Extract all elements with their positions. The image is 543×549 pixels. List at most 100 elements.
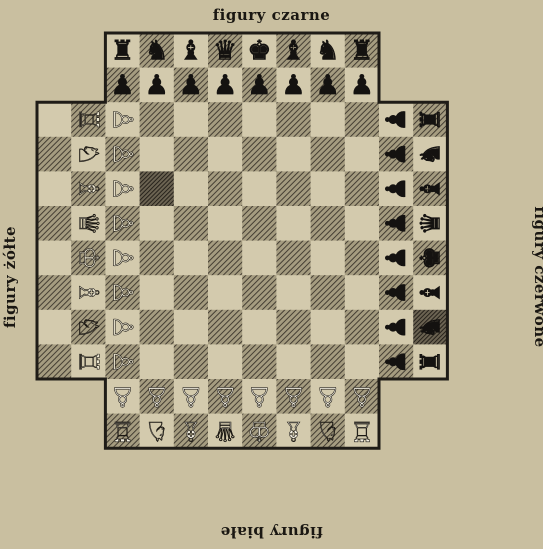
yellow-bishop: ♗ bbox=[72, 177, 103, 201]
red-pawn: ♟ bbox=[381, 211, 412, 235]
yellow-pawn: ♙ bbox=[107, 280, 138, 304]
square-r3-c4 bbox=[174, 137, 209, 172]
yellow-king: ♔ bbox=[72, 246, 103, 270]
black-bishop: ♝ bbox=[179, 35, 203, 66]
yellow-pawn: ♙ bbox=[107, 107, 138, 131]
red-bishop: ♝ bbox=[415, 280, 446, 304]
black-pawn: ♟ bbox=[316, 70, 340, 101]
square-r3-c9 bbox=[345, 137, 380, 172]
yellow-pawn: ♙ bbox=[107, 142, 138, 166]
square-r7-c6 bbox=[242, 275, 277, 310]
white-pawn: ♙ bbox=[179, 380, 203, 411]
red-pawn: ♟ bbox=[381, 246, 412, 270]
white-pawn: ♙ bbox=[110, 380, 134, 411]
black-queen: ♛ bbox=[213, 35, 237, 66]
square-r4-c6 bbox=[242, 171, 277, 206]
square-r6-c9 bbox=[345, 241, 380, 276]
white-pawn: ♙ bbox=[350, 380, 374, 411]
square-r5-c8 bbox=[311, 206, 346, 241]
square-r9-c8 bbox=[311, 344, 346, 379]
square-r8-c3 bbox=[140, 310, 175, 345]
white-bishop: ♗ bbox=[281, 415, 305, 446]
square-r7-c5 bbox=[208, 275, 243, 310]
yellow-rook: ♖ bbox=[72, 350, 103, 374]
yellow-knight: ♘ bbox=[72, 142, 103, 166]
square-r8-c5 bbox=[208, 310, 243, 345]
square-r4-c3 bbox=[140, 171, 175, 206]
square-r7-c7 bbox=[276, 275, 311, 310]
white-rook: ♖ bbox=[350, 415, 374, 446]
square-r4-c5 bbox=[208, 171, 243, 206]
black-pawn: ♟ bbox=[213, 70, 237, 101]
square-r4-c8 bbox=[311, 171, 346, 206]
square-r2-c5 bbox=[208, 102, 243, 137]
square-r6-c7 bbox=[276, 241, 311, 276]
red-pawn: ♟ bbox=[381, 315, 412, 339]
square-r3-c6 bbox=[242, 137, 277, 172]
square-r2-c4 bbox=[174, 102, 209, 137]
square-r2-c3 bbox=[140, 102, 175, 137]
black-king: ♚ bbox=[247, 35, 271, 66]
square-r7-c4 bbox=[174, 275, 209, 310]
yellow-bishop: ♗ bbox=[72, 280, 103, 304]
yellow-queen: ♕ bbox=[72, 211, 103, 235]
red-knight: ♞ bbox=[415, 142, 446, 166]
red-king: ♚ bbox=[415, 246, 446, 270]
square-r9-c0 bbox=[37, 344, 72, 379]
square-r2-c9 bbox=[345, 102, 380, 137]
white-bishop: ♗ bbox=[179, 415, 203, 446]
black-pawn: ♟ bbox=[350, 70, 374, 101]
white-rook: ♖ bbox=[110, 415, 134, 446]
black-knight: ♞ bbox=[316, 35, 340, 66]
square-r5-c4 bbox=[174, 206, 209, 241]
square-r9-c4 bbox=[174, 344, 209, 379]
square-r8-c0 bbox=[37, 310, 72, 345]
square-r6-c4 bbox=[174, 241, 209, 276]
yellow-pawn: ♙ bbox=[107, 315, 138, 339]
black-bishop: ♝ bbox=[281, 35, 305, 66]
label-black-pieces: figury czarne bbox=[0, 6, 543, 24]
red-pawn: ♟ bbox=[381, 280, 412, 304]
black-pawn: ♟ bbox=[281, 70, 305, 101]
label-yellow-pieces: figury żółte bbox=[1, 217, 19, 337]
square-r5-c9 bbox=[345, 206, 380, 241]
black-knight: ♞ bbox=[145, 35, 169, 66]
square-r3-c8 bbox=[311, 137, 346, 172]
square-r5-c0 bbox=[37, 206, 72, 241]
board-squares bbox=[37, 33, 448, 449]
white-pawn: ♙ bbox=[213, 380, 237, 411]
square-r2-c8 bbox=[311, 102, 346, 137]
white-pawn: ♙ bbox=[281, 380, 305, 411]
white-pawn: ♙ bbox=[247, 380, 271, 411]
square-r3-c7 bbox=[276, 137, 311, 172]
white-pawn: ♙ bbox=[316, 380, 340, 411]
square-r9-c5 bbox=[208, 344, 243, 379]
black-rook: ♜ bbox=[110, 35, 134, 66]
yellow-pawn: ♙ bbox=[107, 211, 138, 235]
square-r6-c0 bbox=[37, 241, 72, 276]
square-r3-c5 bbox=[208, 137, 243, 172]
square-r5-c7 bbox=[276, 206, 311, 241]
white-knight: ♘ bbox=[145, 415, 169, 446]
red-queen: ♛ bbox=[415, 211, 446, 235]
label-red-pieces: figury czerwone bbox=[531, 197, 543, 357]
yellow-pawn: ♙ bbox=[107, 177, 138, 201]
yellow-pawn: ♙ bbox=[107, 246, 138, 270]
square-r7-c0 bbox=[37, 275, 72, 310]
square-r4-c4 bbox=[174, 171, 209, 206]
square-r5-c5 bbox=[208, 206, 243, 241]
square-r7-c8 bbox=[311, 275, 346, 310]
black-rook: ♜ bbox=[350, 35, 374, 66]
yellow-knight: ♘ bbox=[72, 315, 103, 339]
red-pawn: ♟ bbox=[381, 107, 412, 131]
square-r2-c0 bbox=[37, 102, 72, 137]
square-r9-c3 bbox=[140, 344, 175, 379]
square-r3-c0 bbox=[37, 137, 72, 172]
square-r6-c6 bbox=[242, 241, 277, 276]
square-r8-c6 bbox=[242, 310, 277, 345]
red-pawn: ♟ bbox=[381, 177, 412, 201]
red-knight: ♞ bbox=[415, 315, 446, 339]
square-r7-c3 bbox=[140, 275, 175, 310]
square-r6-c8 bbox=[311, 241, 346, 276]
